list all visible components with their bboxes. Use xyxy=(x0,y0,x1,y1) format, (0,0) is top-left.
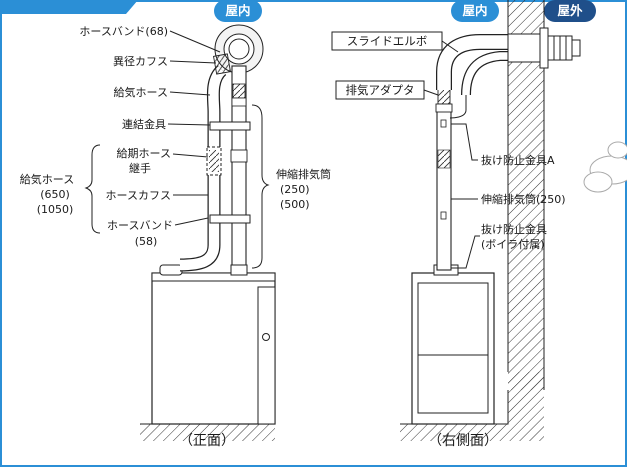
label-telescopic-flue-line1: 伸縮排気筒 xyxy=(276,167,331,181)
leader-anti-pullout xyxy=(451,235,480,269)
leader-hose-band-58 xyxy=(174,217,209,226)
front-intake-hose xyxy=(179,65,226,271)
badge-side-outdoor-text: 屋外 xyxy=(557,3,583,18)
label-anti-pullout-line1: 抜け防止金具 xyxy=(481,222,547,236)
label-intake-hose-joint-line2: 継手 xyxy=(129,161,151,175)
side-floor-hatch xyxy=(400,424,544,441)
label-slide-elbow: スライドエルボ xyxy=(347,34,428,48)
label-intake-hose-joint-line1: 給期ホース xyxy=(117,146,171,160)
caption-front-view: （正面） xyxy=(179,433,235,449)
badge-front-indoor: 屋内 xyxy=(214,0,262,22)
label-hose-band-58-line1: ホースバンド xyxy=(107,219,173,232)
leader-exhaust-adapter xyxy=(423,89,439,96)
label-hose-cuff: ホースカフス xyxy=(106,189,171,202)
side-boiler xyxy=(411,264,495,425)
front-reducer-cuff xyxy=(213,53,231,75)
label-anti-pullout-line2: (ボイラ付属) xyxy=(481,238,545,251)
side-anti-pullout-a-clip xyxy=(440,119,447,128)
front-coupler-upper xyxy=(209,121,251,131)
front-ground-hatch xyxy=(140,424,275,441)
front-boiler-knob xyxy=(262,333,270,341)
label-intake-hose: 給気ホース xyxy=(114,85,168,99)
label-box-slide-elbow: スライドエルボ xyxy=(331,31,443,51)
label-telescopic-flue-250: 伸縮排気筒(250) xyxy=(481,192,566,206)
leader-coupler xyxy=(167,123,211,126)
leader-hose-band-68 xyxy=(169,30,221,53)
side-wall-hatch xyxy=(508,0,544,390)
label-hose-band-68: ホースバンド(68) xyxy=(79,25,168,38)
leader-intake-hose xyxy=(169,91,211,96)
steam-cloud-icon xyxy=(583,141,627,193)
side-telescopic-flue xyxy=(436,109,452,271)
label-intake-hose-group-line3: (1050) xyxy=(37,203,74,216)
badge-side-outdoor: 屋外 xyxy=(544,0,596,22)
brace-telescopic-flue xyxy=(251,104,270,269)
leader-reducer-cuff xyxy=(169,60,217,64)
front-coupler-lower xyxy=(209,214,251,224)
label-box-exhaust-adapter: 排気アダプタ xyxy=(335,80,425,100)
label-hose-band-58-line2: (58) xyxy=(135,235,158,248)
label-reducer-cuff: 異径カフス xyxy=(113,55,168,68)
label-intake-hose-group-line2: (650) xyxy=(40,188,70,201)
label-exhaust-adapter: 排気アダプタ xyxy=(346,83,415,97)
badge-side-indoor-text: 屋内 xyxy=(462,3,487,18)
label-coupler: 連結金具 xyxy=(122,117,166,131)
leader-hose-joint xyxy=(172,153,209,158)
leader-anti-pullout-a xyxy=(451,123,478,161)
front-flue-hatched-band xyxy=(232,83,246,99)
brace-intake-hose-group xyxy=(84,144,101,234)
side-exhaust-adapter xyxy=(437,87,451,105)
wall-through-pipe xyxy=(507,33,545,63)
side-slide-elbow xyxy=(437,35,510,90)
label-telescopic-flue-line2: (250) xyxy=(280,183,310,196)
leader-slide-elbow xyxy=(441,40,459,53)
label-intake-hose-group-line1: 給気ホース xyxy=(20,172,74,186)
badge-side-indoor: 屋内 xyxy=(451,0,499,22)
badge-front-indoor-text: 屋内 xyxy=(225,3,250,18)
front-boiler xyxy=(151,264,276,425)
label-telescopic-flue-line3: (500) xyxy=(280,198,310,211)
label-anti-pullout-a: 抜け防止金具A xyxy=(481,153,555,167)
caption-side-view: （右側面） xyxy=(428,433,498,449)
corner-tab xyxy=(0,0,138,14)
